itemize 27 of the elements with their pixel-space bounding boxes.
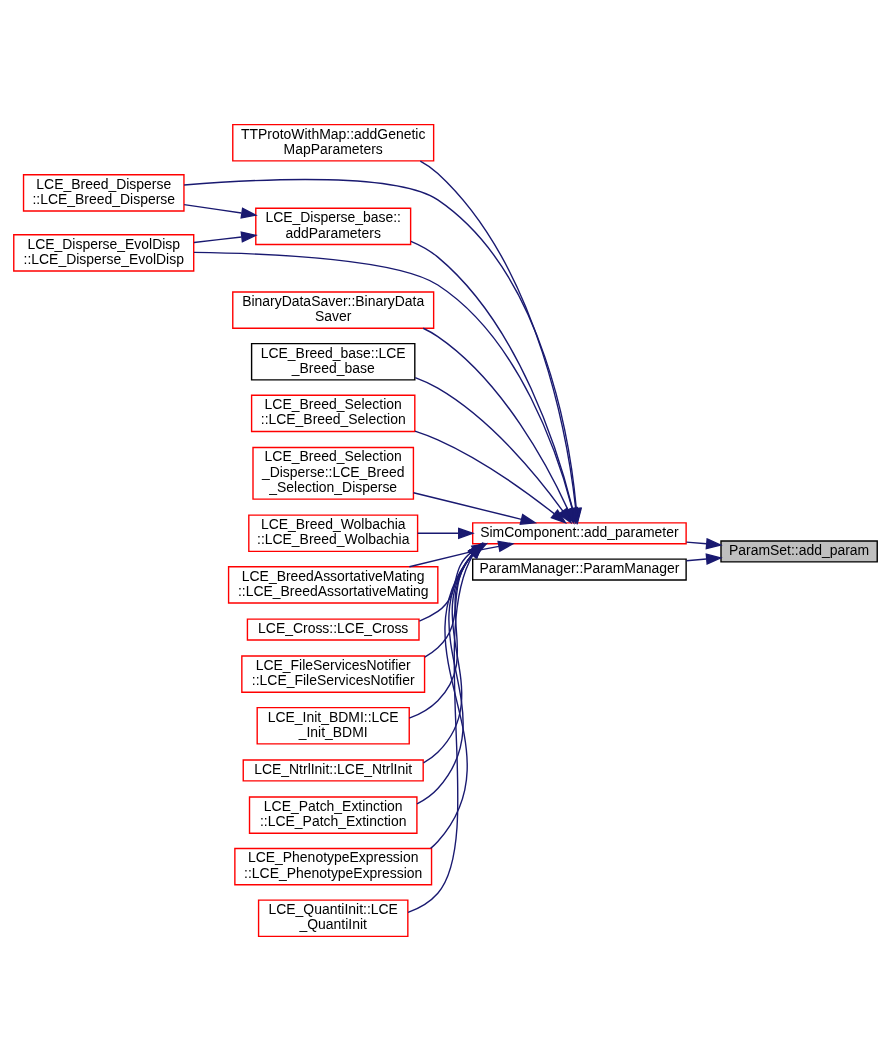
node-box: LCE_Breed_Selection _Disperse::LCE_Breed _Selection_Disperse	[252, 446, 415, 500]
node-box: ParamSet::add_param	[720, 539, 878, 563]
node-box: LCE_QuantiInit::LCE _QuantiInit	[257, 898, 409, 937]
node-box: TTProtoWithMap::addGenetic MapParameters	[232, 123, 435, 162]
node-box: LCE_Init_BDMI::LCE _Init_BDMI	[256, 706, 410, 745]
node-box: LCE_Breed_Selection ::LCE_Breed_Selection	[250, 394, 416, 432]
node-box: SimComponent::add_parameter	[472, 521, 687, 544]
node-box: LCE_PhenotypeExpression ::LCE_PhenotypeExpression	[234, 847, 433, 885]
arrow	[183, 203, 258, 219]
node-box: LCE_Disperse_base:: addParameters	[255, 207, 412, 245]
node-box: ParamManager::ParamManager	[472, 557, 687, 581]
node-box: LCE_FileServicesNotifier ::LCE_FileServicesNotifier	[241, 654, 426, 693]
node-box: LCE_Breed_Wolbachia ::LCE_Breed_Wolbachia	[248, 513, 419, 552]
arrow	[193, 230, 258, 243]
node-box: LCE_Patch_Extinction ::LCE_Patch_Extinction	[248, 795, 418, 834]
node-box: LCE_Breed_Disperse ::LCE_Breed_Disperse	[22, 173, 185, 212]
arrow	[685, 552, 723, 565]
node-box: LCE_BreedAssortativeMating ::LCE_BreedAssortativeMating	[227, 565, 439, 604]
node-box: BinaryDataSaver::BinaryData Saver	[232, 290, 435, 329]
node-box: LCE_Cross::LCE_Cross	[246, 617, 420, 641]
arrow	[417, 526, 475, 539]
arrow	[412, 491, 538, 525]
arrow	[414, 429, 567, 524]
arrow	[685, 537, 723, 550]
node-box: LCE_Breed_base::LCE _Breed_base	[250, 342, 416, 381]
node-box: LCE_Disperse_EvolDisp ::LCE_Disperse_EvolDisp	[13, 233, 195, 272]
node-box: LCE_NtrlInit::LCE_NtrlInit	[242, 758, 424, 782]
